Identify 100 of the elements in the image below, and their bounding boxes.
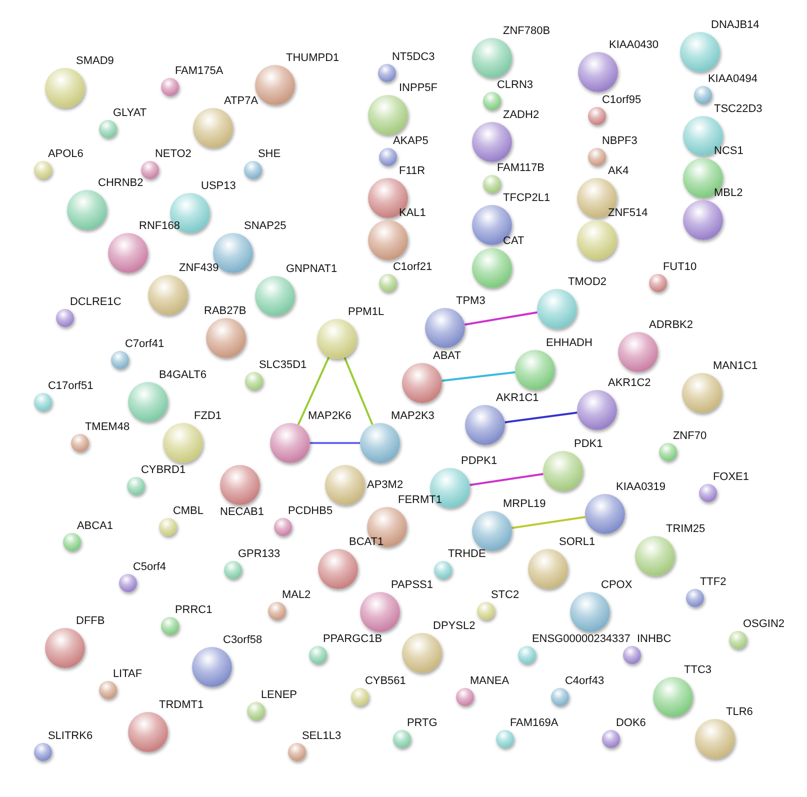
protein-label: C1orf21 <box>392 261 432 273</box>
protein-label: AKAP5 <box>392 135 428 147</box>
protein-label: C3orf58 <box>223 634 262 646</box>
protein-label: TLR6 <box>726 706 753 718</box>
protein-label: CMBL <box>172 505 204 517</box>
protein-label: TMEM48 <box>84 421 130 433</box>
protein-label: DPYSL2 <box>433 620 476 632</box>
protein-label: MBL2 <box>714 187 743 199</box>
protein-label: TMOD2 <box>568 276 606 288</box>
protein-label: C17orf51 <box>48 380 94 392</box>
interaction-line <box>297 356 330 426</box>
protein-label: PDPK1 <box>461 455 498 467</box>
protein-label: BCAT1 <box>349 536 384 548</box>
protein-label: TRIM25 <box>666 523 706 535</box>
protein-label: KIAA0319 <box>616 481 666 493</box>
protein-label: SORL1 <box>559 536 596 548</box>
protein-label: F11R <box>399 165 426 177</box>
protein-label: TTC3 <box>684 664 712 676</box>
protein-label: GLYAT <box>112 107 147 119</box>
protein-label: KIAA0430 <box>609 39 659 51</box>
protein-label: CAT <box>503 235 524 247</box>
protein-label: AP3M2 <box>367 479 404 491</box>
protein-label: NECAB1 <box>220 506 264 518</box>
protein-label: NBPF3 <box>602 135 638 147</box>
protein-label: ZNF780B <box>503 25 550 37</box>
protein-label: CYBRD1 <box>140 464 186 476</box>
protein-label: DFFB <box>76 615 105 627</box>
protein-label: NCS1 <box>714 145 744 157</box>
protein-label: C7orf41 <box>124 338 164 350</box>
protein-label: SEL1L3 <box>302 730 342 742</box>
protein-label: RNF168 <box>139 220 180 232</box>
protein-label: AKR1C2 <box>608 377 651 389</box>
protein-label: SHE <box>258 148 281 160</box>
protein-label: SMAD9 <box>76 55 114 67</box>
protein-label: EHHADH <box>546 337 592 349</box>
protein-label: FZD1 <box>194 410 222 422</box>
protein-label: MAL2 <box>282 589 311 601</box>
protein-label: ABCA1 <box>76 520 114 532</box>
protein-label: INPP5F <box>399 82 438 94</box>
protein-label: SNAP25 <box>244 220 286 232</box>
protein-label: TTF2 <box>700 576 726 588</box>
protein-label: INHBC <box>636 633 672 645</box>
protein-label: CYB561 <box>364 675 406 687</box>
protein-label: ZNF514 <box>608 207 648 219</box>
protein-label: MAP2K6 <box>308 410 352 422</box>
protein-label: PRTG <box>406 717 438 729</box>
protein-label: KIAA0494 <box>708 73 758 85</box>
protein-label: OSGIN2 <box>742 618 785 630</box>
protein-label: FUT10 <box>662 261 697 273</box>
interaction-line <box>470 472 544 486</box>
protein-label: FAM117B <box>496 162 544 174</box>
protein-label: PAPSS1 <box>391 579 433 591</box>
protein-label: SLC35D1 <box>258 359 307 371</box>
protein-label: CPOX <box>601 579 632 591</box>
interaction-line <box>512 516 586 530</box>
protein-label: LITAF <box>112 668 142 680</box>
protein-label: ENSG00000234337 <box>532 633 630 645</box>
protein-label: NETO2 <box>154 148 192 160</box>
protein-label: TRDMT1 <box>159 699 204 711</box>
protein-label: NT5DC3 <box>392 51 435 63</box>
protein-label: CLRN3 <box>496 79 534 91</box>
protein-label: RAB27B <box>204 305 246 317</box>
protein-label: FOXE1 <box>712 471 750 483</box>
protein-label: APOL6 <box>48 148 84 160</box>
protein-label: SLITRK6 <box>48 730 93 742</box>
protein-label: C4orf43 <box>564 675 604 687</box>
protein-label: TSC22D3 <box>714 103 762 115</box>
protein-label: AKR1C1 <box>496 392 539 404</box>
protein-label: TRHDE <box>448 548 486 560</box>
protein-label: B4GALT6 <box>159 369 206 381</box>
protein-label: FERMT1 <box>398 494 442 506</box>
protein-label: ADRBK2 <box>649 319 694 331</box>
protein-label: GPR133 <box>238 548 280 560</box>
protein-label: PPM1L <box>348 306 384 318</box>
protein-label: CHRNB2 <box>98 177 144 189</box>
protein-label: TPM3 <box>456 295 486 307</box>
protein-label: C5orf4 <box>132 561 166 573</box>
protein-label: KAL1 <box>399 207 426 219</box>
interaction-line <box>442 371 516 382</box>
protein-label: TFCP2L1 <box>503 192 550 204</box>
protein-label: MAP2K3 <box>391 410 434 422</box>
protein-label: PPARGC1B <box>322 633 382 645</box>
protein-label: ZNF70 <box>672 430 707 442</box>
protein-label: USP13 <box>201 180 236 192</box>
protein-label: MRPL19 <box>503 498 546 510</box>
protein-label: DCLRE1C <box>70 296 122 308</box>
protein-label: FAM175A <box>174 65 224 77</box>
protein-label: ABAT <box>433 350 461 362</box>
protein-label: THUMPD1 <box>286 52 340 64</box>
protein-label: PDK1 <box>574 438 603 450</box>
interaction-line <box>310 442 360 444</box>
interaction-line <box>344 357 374 425</box>
protein-label: ZNF439 <box>179 262 219 274</box>
interaction-line <box>504 412 578 424</box>
protein-label: MAN1C1 <box>713 360 758 372</box>
protein-label: DOK6 <box>616 717 646 729</box>
protein-label: GNPNAT1 <box>286 263 338 275</box>
protein-label: FAM169A <box>510 717 558 729</box>
protein-label: ZADH2 <box>503 109 540 121</box>
protein-label: PRRC1 <box>174 604 212 616</box>
